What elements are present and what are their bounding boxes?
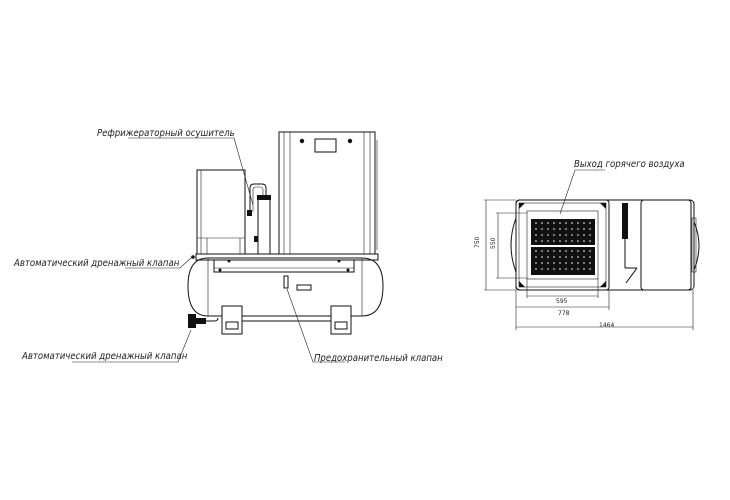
safety-valve-icon: [283, 275, 289, 289]
drain-valve-icon: [188, 255, 219, 328]
tank-feet: [221, 305, 352, 335]
dim-778: 778: [558, 310, 570, 317]
side-view: Рефрижераторный осушитель Автоматический…: [13, 128, 443, 364]
base-plate: [195, 253, 379, 261]
piping: [622, 203, 638, 284]
drain-lower-leader: [72, 329, 192, 363]
refrigerated-dryer: [196, 169, 246, 257]
dryer-leader: [185, 137, 254, 206]
safety-leader: [286, 288, 345, 363]
dim-550: 550: [490, 237, 497, 249]
dim-595: 595: [556, 298, 568, 305]
drain-valve-upper-label: Автоматический дренажный клапан: [13, 258, 180, 269]
drain-upper-leader: [125, 256, 193, 269]
drain-valve-lower-label: Автоматический дренажный клапан: [21, 351, 188, 362]
safety-valve-label: Предохранительный клапан: [314, 353, 443, 364]
hot-air-outlet-label: Выход горячего воздуха: [574, 159, 685, 170]
dryer-top: [640, 199, 692, 291]
dryer-label: Рефрижераторный осушитель: [97, 128, 235, 139]
dimensions: 750 550 595 778 1464: [474, 199, 694, 330]
grille: [531, 219, 595, 275]
filter-assembly: [247, 183, 271, 255]
compressor-cabinet: [278, 131, 378, 255]
frame: [213, 259, 355, 273]
hot-air-leader: [559, 169, 605, 215]
dim-750: 750: [474, 236, 481, 248]
top-view: Выход горячего воздуха 750 550 595 778 1…: [474, 159, 700, 330]
dim-1464: 1464: [599, 322, 614, 329]
